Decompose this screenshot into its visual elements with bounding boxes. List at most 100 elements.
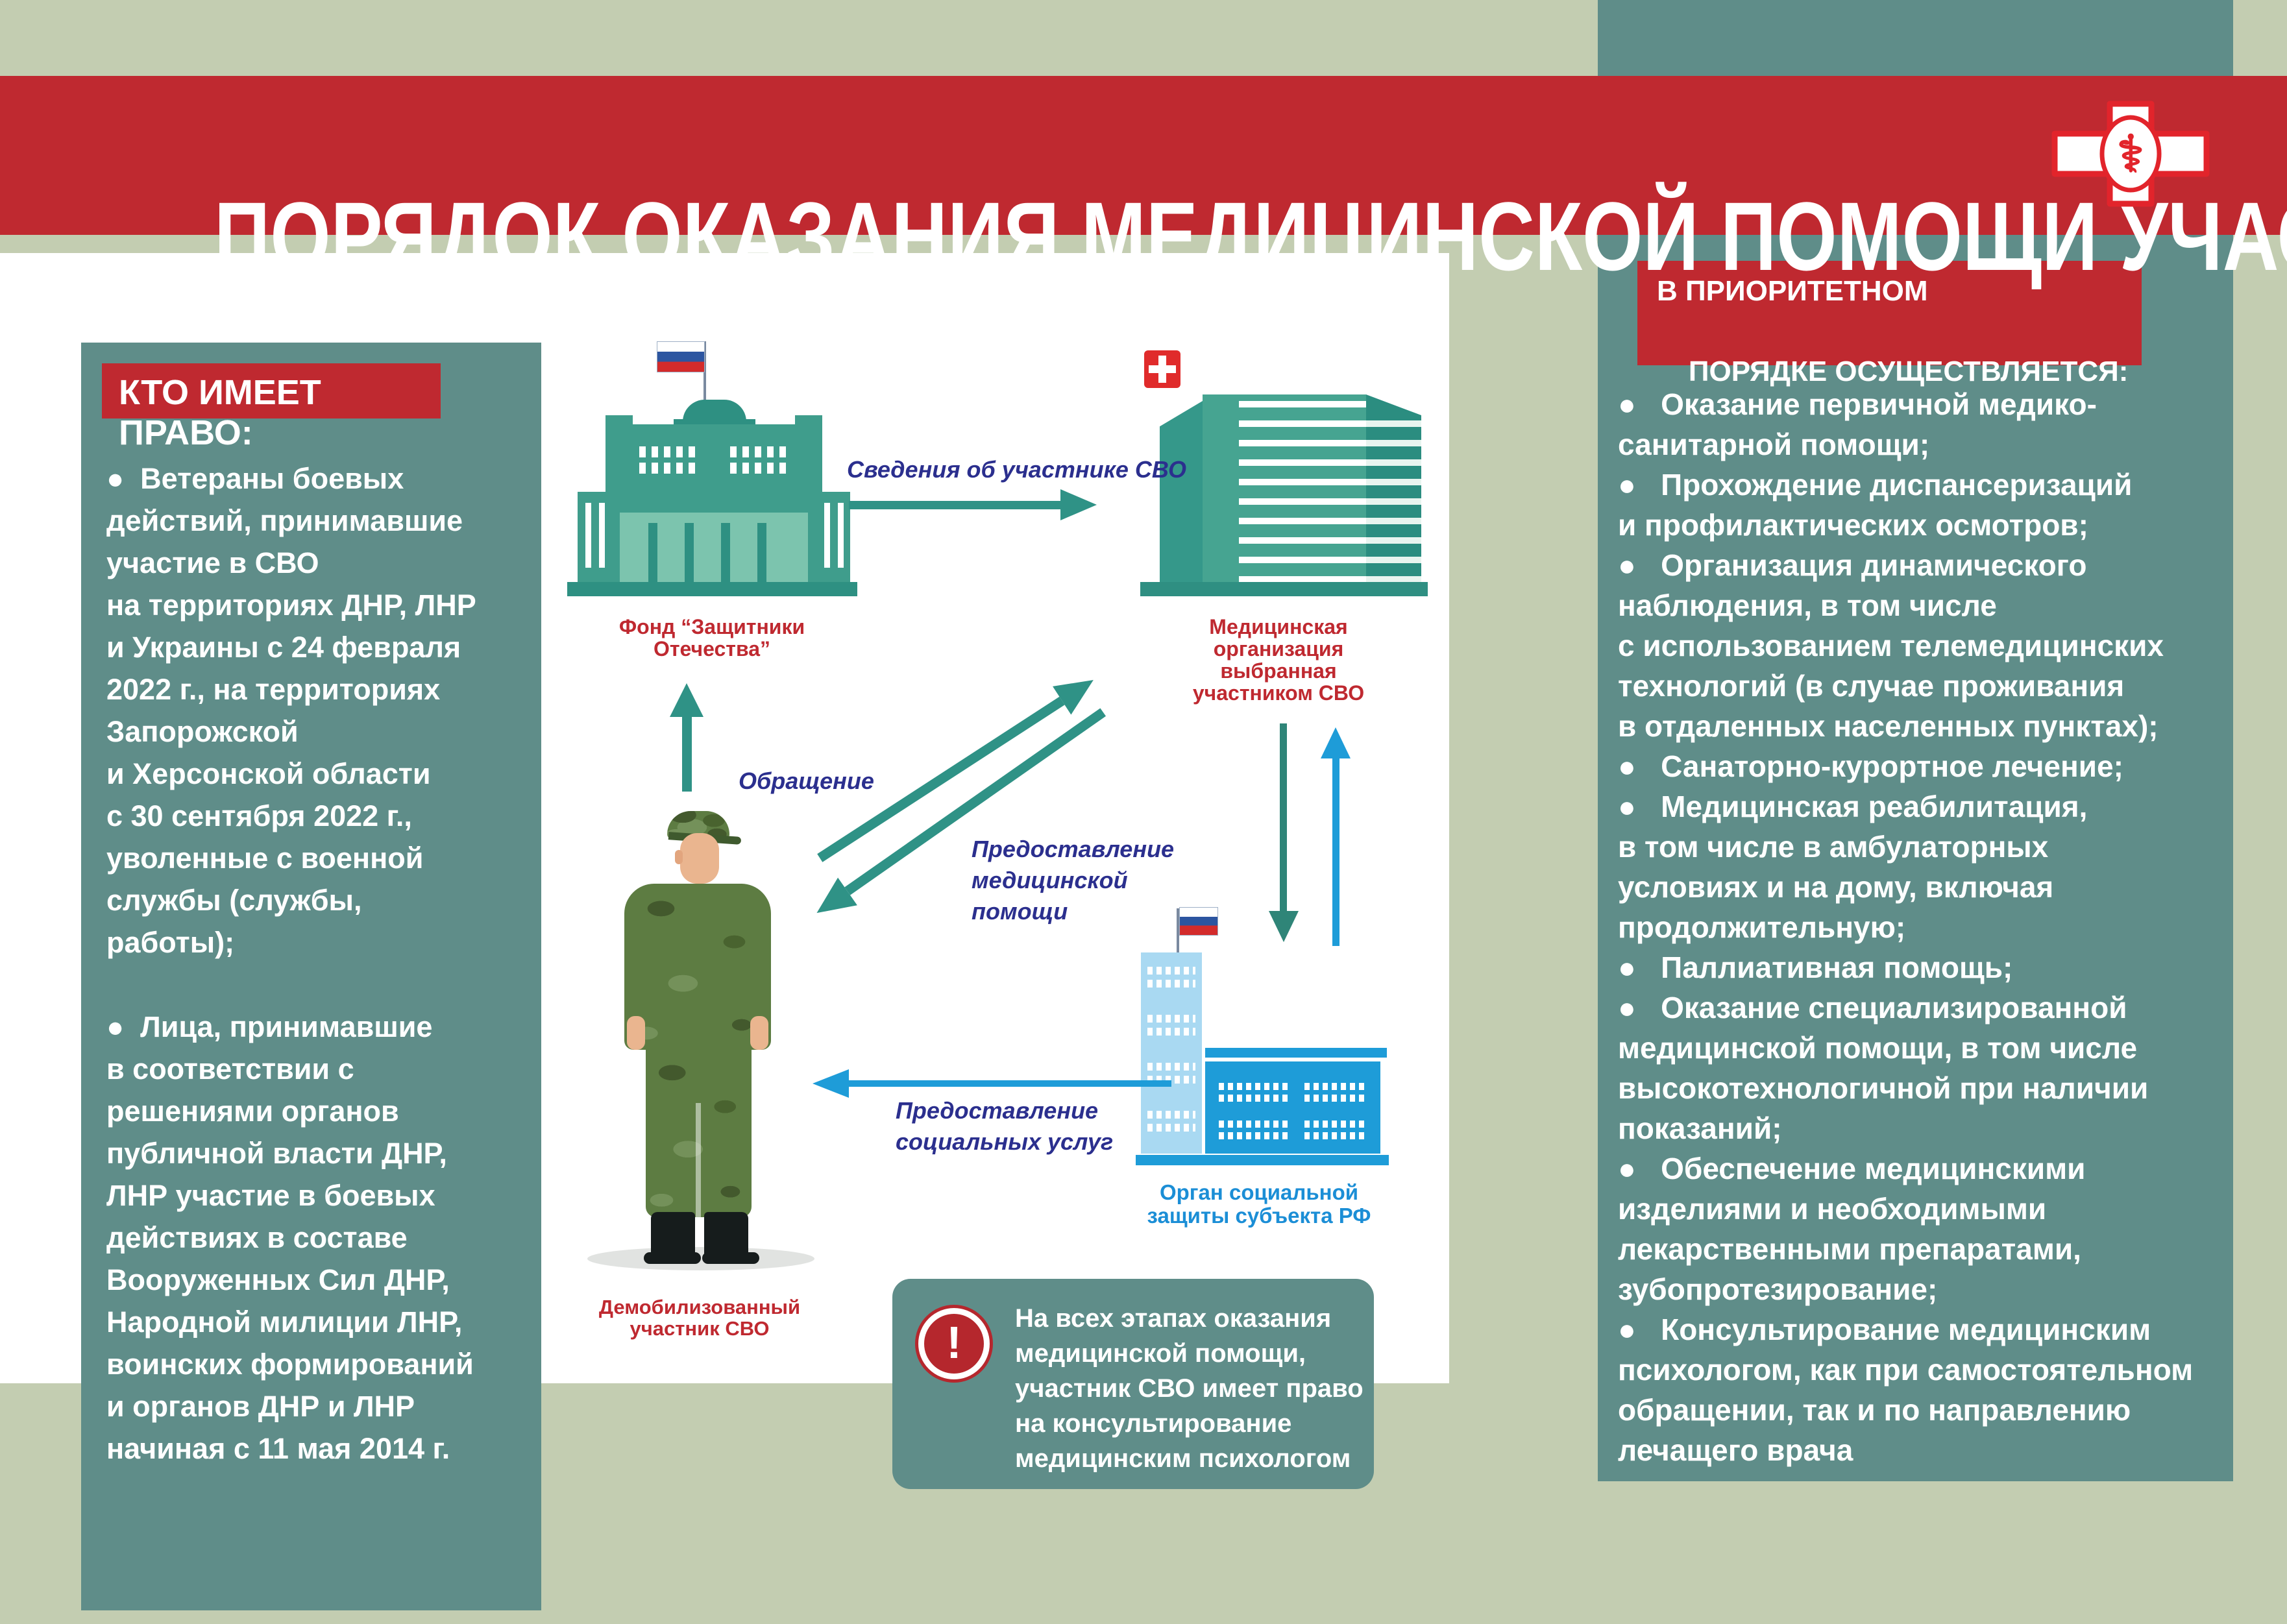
text-line: в том числе в амбулаторных <box>1618 830 2049 864</box>
who-has-right-badge: КТО ИМЕЕТ ПРАВО: <box>102 363 441 452</box>
text-line: изделиями и необходимыми <box>1618 1192 2047 1226</box>
text-line: работы); <box>106 926 235 959</box>
text-line: в соответствии с <box>106 1052 354 1085</box>
text-line: Запорожской <box>106 715 299 748</box>
text-line: уволенные с военной <box>106 842 424 875</box>
text-line: Вооруженных Сил ДНР, <box>106 1263 450 1296</box>
text-line: действиях в составе <box>106 1221 408 1254</box>
label-obrashchenie: Обращение <box>739 768 874 794</box>
text-line: ● Обеспечение медицинскими <box>1618 1152 2086 1185</box>
text-line: публичной власти ДНР, <box>106 1137 447 1170</box>
text-line: действий, принимавшие <box>106 504 463 537</box>
title-banner: ПОРЯДОК ОКАЗАНИЯ МЕДИЦИНСКОЙ ПОМОЩИ УЧАС… <box>0 76 2287 285</box>
text-line: ● Лица, принимавшие <box>106 1010 433 1043</box>
text-line: и органов ДНР и ЛНР <box>106 1390 415 1423</box>
text-line: психологом, как при самостоятельном <box>1618 1353 2194 1387</box>
text-line: с 30 сентября 2022 г., <box>106 799 412 832</box>
text-line: социальных услуг <box>896 1128 1114 1155</box>
text-line: наблюдения, в том числе <box>1618 588 1997 622</box>
eligibility-list: ● Ветераны боевых действий, принимавшие уч… <box>106 457 476 1470</box>
left-panel: КТО ИМЕЕТ ПРАВО: ● Ветераны боевых действ… <box>81 343 541 1610</box>
arrow-social-to-soldier <box>813 1069 1171 1098</box>
text-line: ● Паллиативная помощь; <box>1618 951 2013 984</box>
label-social-services: Предоставление социальных услуг <box>896 1095 1113 1157</box>
text-line: на консультирование <box>1015 1409 1292 1438</box>
text-line: участник СВО <box>630 1317 770 1340</box>
medical-cross-icon: ⚕ <box>2051 101 2210 207</box>
text-line: ● Прохождение диспансеризаций <box>1618 468 2133 502</box>
note-text: На всех этапах оказания медицинской помощ… <box>1015 1301 1364 1476</box>
text-line: Отечества” <box>653 637 771 661</box>
arrow-hospital-to-social <box>1269 723 1299 942</box>
right-panel-background <box>1598 0 2233 1481</box>
page-title: ПОРЯДОК ОКАЗАНИЯ МЕДИЦИНСКОЙ ПОМОЩИ УЧАС… <box>214 182 2287 291</box>
text-line: решениями органов <box>106 1095 399 1128</box>
text-line: в отдаленных населенных пунктах); <box>1618 709 2159 743</box>
priority-header-line1: В ПРИОРИТЕТНОМ <box>1657 275 1928 307</box>
text-line: ● Организация динамического <box>1618 548 2087 582</box>
svg-text:⚕: ⚕ <box>2117 125 2144 182</box>
text-line: Фонд “Защитники <box>618 615 805 638</box>
text-line: ● Медицинская реабилитация, <box>1618 790 2088 823</box>
text-line: Предоставление <box>972 836 1175 862</box>
text-line: высокотехнологичной при наличии <box>1618 1071 2149 1105</box>
arrow-soldier-to-fund <box>670 683 703 792</box>
text-line: ● Консультирование медицинским <box>1618 1313 2151 1346</box>
text-line: Предоставление <box>896 1097 1099 1124</box>
text-line: продолжительную; <box>1618 910 1906 944</box>
text-line: зубопротезирование; <box>1618 1272 1938 1306</box>
label-svedeniya: Сведения об участнике СВО <box>847 456 1186 483</box>
text-line: условиях и на дому, включая <box>1618 870 2054 904</box>
text-line: Медицинская <box>1209 615 1348 638</box>
text-line: и профилактических осмотров; <box>1618 508 2088 542</box>
text-line: Орган социальной <box>1159 1180 1359 1204</box>
warning-icon: ! <box>915 1305 993 1383</box>
priority-header-line2: ПОРЯДКЕ ОСУЩЕСТВЛЯЕТСЯ: <box>1688 356 2129 387</box>
text-line: Народной милиции ЛНР, <box>106 1305 463 1339</box>
priority-list: ● Оказание первичной медико-санитарной п… <box>1618 384 2193 1470</box>
text-line: 2022 г., на территориях <box>106 673 441 706</box>
label-med-help: Предоставление медицинской помощи <box>972 834 1174 927</box>
text-line: медицинским психологом <box>1015 1444 1351 1473</box>
text-line: На всех этапах оказания <box>1015 1304 1332 1333</box>
text-line: показаний; <box>1618 1111 1782 1145</box>
text-line: Демобилизованный <box>598 1296 801 1318</box>
text-line: службы (службы, <box>106 884 362 917</box>
text-line: защиты субъекта РФ <box>1147 1204 1371 1228</box>
text-line: санитарной помощи; <box>1618 428 1930 461</box>
text-line: на территориях ДНР, ЛНР <box>106 588 476 622</box>
arrow-fund-to-hospital <box>849 489 1097 520</box>
arrow-social-to-hospital <box>1321 727 1351 946</box>
russian-flag-icon <box>703 341 706 420</box>
text-line: начиная с 11 мая 2014 г. <box>106 1432 450 1465</box>
text-line: технологий (в случае проживания <box>1618 669 2125 703</box>
text-line: ● Оказание первичной медико- <box>1618 387 2097 421</box>
text-line: воинских формирований <box>106 1348 474 1381</box>
text-line: с использованием телемедицинских <box>1618 629 2164 662</box>
text-line: обращении, так и по направлению <box>1618 1393 2131 1427</box>
text-line: лечащего врача <box>1618 1433 1853 1467</box>
priority-header: В ПРИОРИТЕТНОМ ПОРЯДКЕ ОСУЩЕСТВЛЯЕТСЯ: <box>1637 261 2142 387</box>
text-line: ЛНР участие в боевых <box>106 1179 435 1212</box>
text-line: помощи <box>972 898 1068 925</box>
text-line: участие в СВО <box>106 546 319 579</box>
text-line: и Херсонской области <box>106 757 431 790</box>
text-line: ● Санаторно-курортное лечение; <box>1618 749 2123 783</box>
russian-flag-icon <box>1177 908 1179 954</box>
text-line: медицинской помощи, <box>1015 1339 1306 1368</box>
text-line: участник СВО имеет право <box>1015 1374 1364 1403</box>
text-line: ● Ветераны боевых <box>106 462 404 495</box>
text-line: и Украины с 24 февраля <box>106 631 461 664</box>
text-line: медицинской <box>972 867 1128 893</box>
text-line: ● Оказание специализированной <box>1618 991 2127 1024</box>
text-line <box>106 963 476 1006</box>
note-box: ! На всех этапах оказания медицинской пом… <box>892 1279 1374 1489</box>
text-line: лекарственными препаратами, <box>1618 1232 2081 1266</box>
medical-cross-logo: ⚕ <box>2049 99 2212 210</box>
text-line: участником СВО <box>1192 681 1365 705</box>
